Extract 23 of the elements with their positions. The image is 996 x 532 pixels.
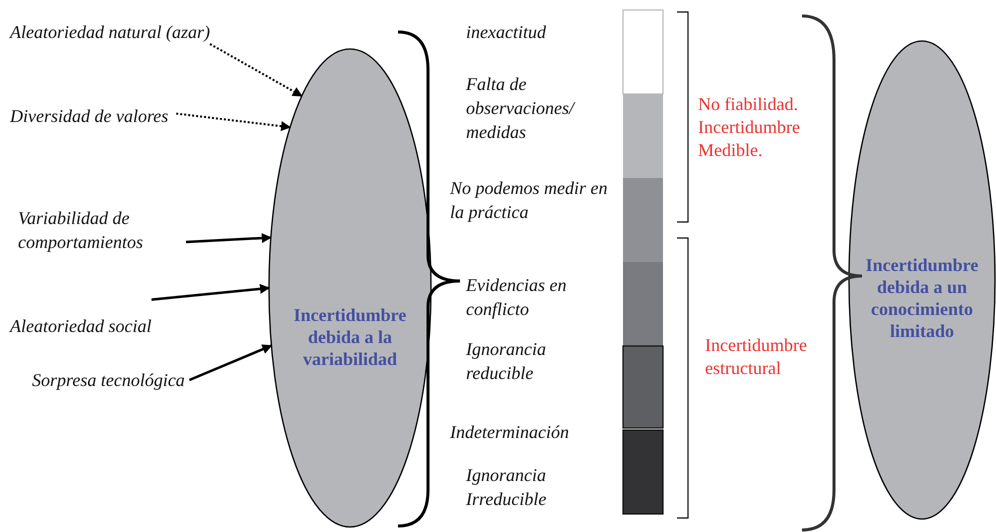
arrow	[176, 112, 292, 132]
cause-label: Sorpresa tecnológica	[32, 368, 185, 392]
arrow	[186, 233, 272, 244]
cause-label: Aleatoriedad social	[10, 314, 152, 338]
category-label: No podemos medir en la práctica	[450, 177, 608, 224]
group-label: No fiabilidad. Incertidumbre Medible.	[698, 93, 801, 162]
category-label: Indeterminación	[450, 421, 570, 444]
ellipse-label: Incertidumbre debida a la variabilidad	[292, 304, 408, 370]
cause-label: Variabilidad de comportamientos	[18, 206, 178, 254]
group-label: Incertidumbre estructural	[705, 334, 808, 380]
ellipse-node	[848, 40, 996, 520]
arrow	[188, 344, 272, 382]
cause-label: Diversidad de valores	[10, 104, 168, 128]
arrow	[210, 43, 303, 97]
category-label: Falta de observaciones/ medidas	[466, 73, 576, 144]
category-label: Ignorancia reducible	[466, 338, 547, 385]
arrow	[151, 284, 270, 301]
cause-label: Aleatoriedad natural (azar)	[10, 20, 210, 44]
category-label: Evidencias en conflicto	[466, 274, 568, 321]
category-label: Ignorancia Irreducible	[466, 464, 548, 511]
ellipse-node	[268, 48, 432, 528]
ellipse-label: Incertidumbre debida a un conocimiento limitado	[864, 254, 980, 342]
category-label: inexactitud	[466, 21, 547, 44]
